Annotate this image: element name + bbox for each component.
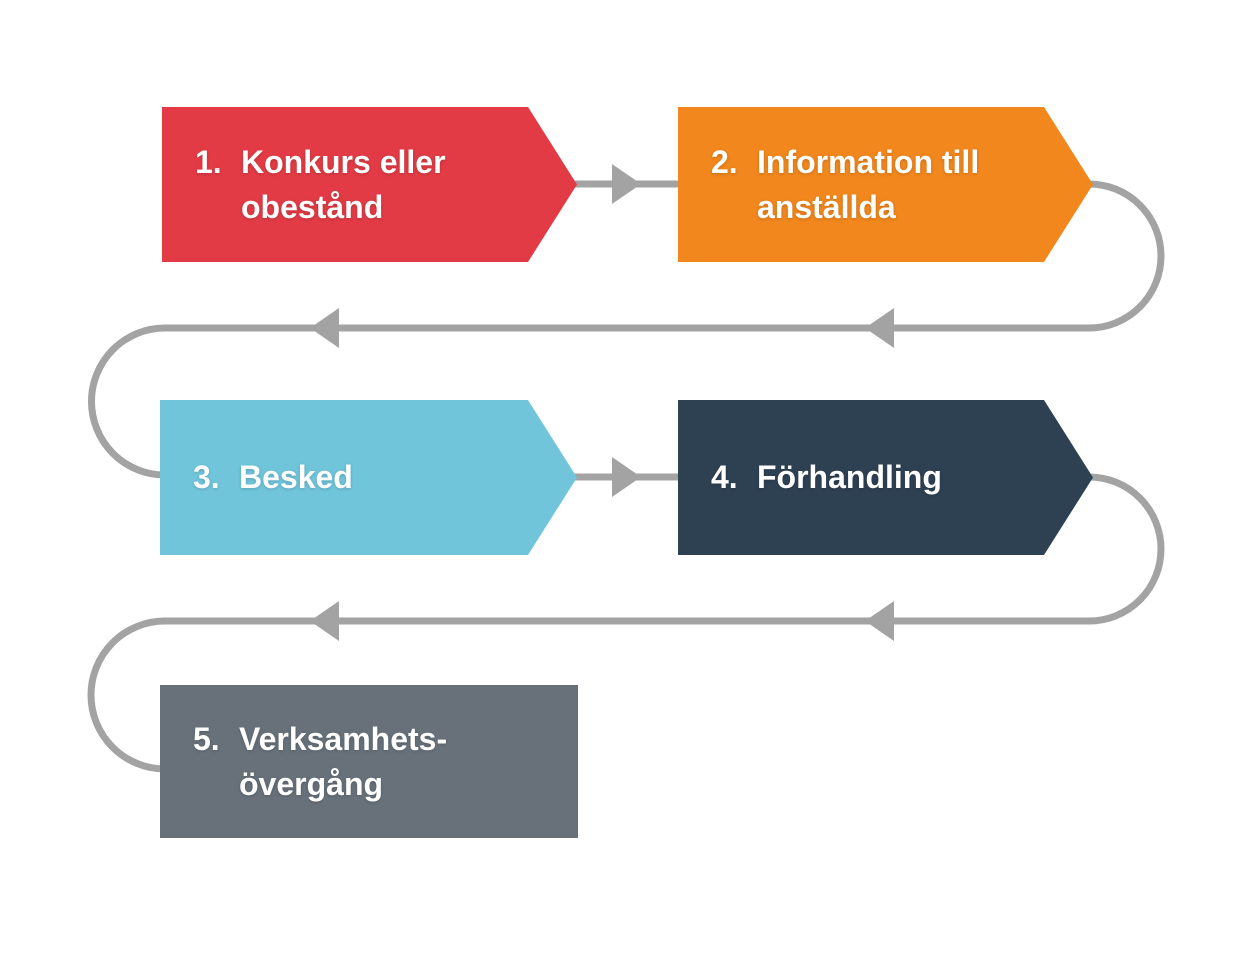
- arrowhead-left-icon: [310, 308, 339, 348]
- step-5-verksamhetsovergang-shape: 5. Verksamhets- övergång: [160, 685, 578, 838]
- arrowhead-left-icon: [310, 601, 339, 641]
- arrowhead-right-icon: [612, 164, 641, 204]
- step-2-number: 2.: [711, 143, 738, 180]
- step-4-number: 4.: [711, 459, 738, 495]
- step-4-label: 4. Förhandling: [711, 455, 1031, 500]
- step-3-number: 3.: [193, 459, 220, 495]
- arrowhead-right-icon: [612, 457, 641, 497]
- connector-step2-step3: [88, 180, 1165, 479]
- step-5-label: 5. Verksamhets- övergång: [193, 717, 516, 807]
- step-5-number: 5.: [193, 720, 220, 757]
- step-1-text: Konkurs eller obestånd: [241, 143, 446, 225]
- step-2-text: Information till anställda: [757, 143, 980, 225]
- arrowhead-left-icon: [865, 601, 894, 641]
- step-1-label: 1. Konkurs eller obestånd: [195, 140, 515, 230]
- step-2-information-shape: 2. Information till anställda: [678, 107, 1093, 262]
- step-4-text: Förhandling: [757, 459, 942, 495]
- step-3-text: Besked: [239, 459, 353, 495]
- connector-step4-step5: [87, 473, 1165, 773]
- step-2-label: 2. Information till anställda: [711, 140, 1031, 230]
- step-1-konkurs-shape: 1. Konkurs eller obestånd: [162, 107, 577, 262]
- step-4-forhandling-shape: 4. Förhandling: [678, 400, 1093, 555]
- step-3-besked-shape: 3. Besked: [160, 400, 577, 555]
- arrowhead-left-icon: [865, 308, 894, 348]
- step-3-label: 3. Besked: [193, 455, 515, 500]
- step-5-text: Verksamhets- övergång: [239, 720, 448, 802]
- step-1-number: 1.: [195, 143, 222, 180]
